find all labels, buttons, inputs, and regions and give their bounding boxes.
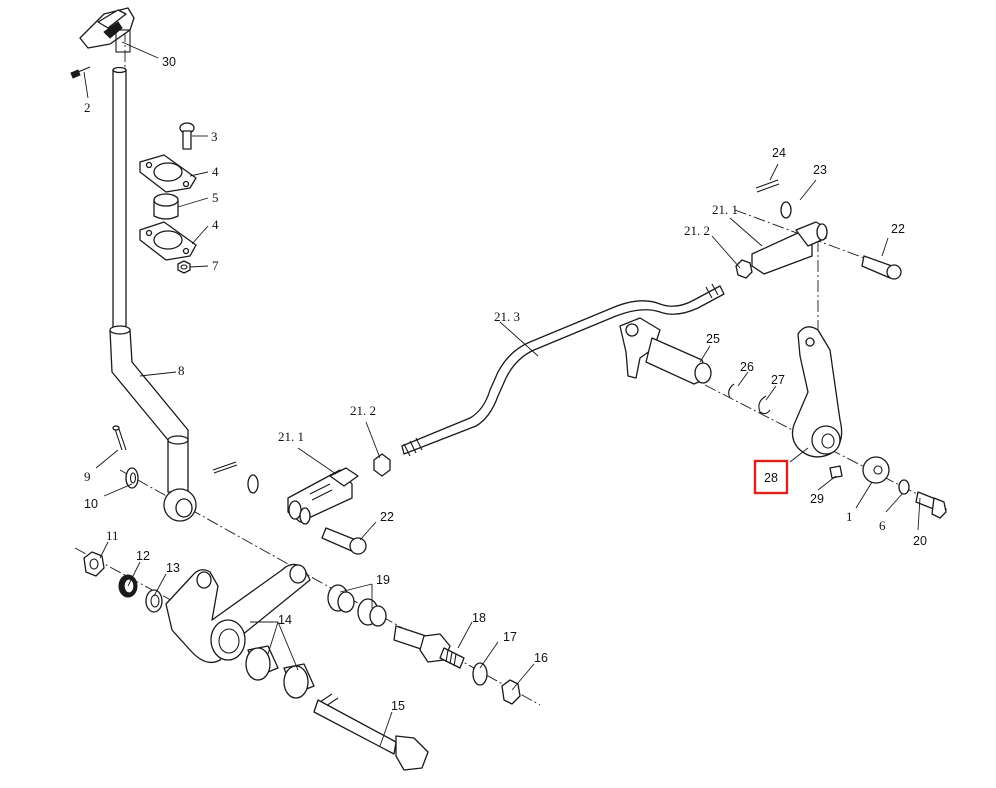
lever-part-28[interactable] bbox=[791, 326, 843, 458]
bushing-part-5[interactable] bbox=[153, 193, 179, 220]
key-part-29[interactable] bbox=[829, 465, 843, 479]
label-15: 15 bbox=[391, 699, 405, 713]
washer-part-1[interactable] bbox=[862, 456, 890, 484]
label-28: 28 bbox=[764, 471, 778, 485]
washer-part-10[interactable] bbox=[125, 467, 139, 489]
label-11: 11 bbox=[106, 528, 119, 543]
flange-plate-part-4-upper[interactable] bbox=[139, 154, 197, 193]
washer-left-rod[interactable] bbox=[247, 474, 259, 494]
flange-plate-part-4-lower[interactable] bbox=[139, 221, 197, 261]
cotter-pin-part-9[interactable] bbox=[112, 425, 127, 451]
label-25: 25 bbox=[706, 332, 720, 346]
part-labels: 30 2 3 4 5 4 7 8 9 10 11 12 13 14 15 16 … bbox=[84, 55, 927, 713]
label-4-lower: 4 bbox=[212, 217, 219, 232]
washer-part-23[interactable] bbox=[780, 201, 792, 219]
bracket-lever[interactable] bbox=[165, 563, 311, 664]
label-23: 23 bbox=[813, 163, 827, 177]
bolt-part-15[interactable] bbox=[313, 693, 429, 771]
clevis-pin-part-22-left[interactable] bbox=[321, 527, 367, 555]
stud-part-18[interactable] bbox=[393, 625, 465, 669]
link-clevis-part-21-1-left[interactable] bbox=[287, 467, 359, 525]
knob-part-30[interactable] bbox=[79, 7, 135, 53]
label-12: 12 bbox=[136, 549, 150, 563]
label-10: 10 bbox=[84, 497, 98, 511]
lock-washer-part-6[interactable] bbox=[898, 479, 910, 495]
nut-part-7[interactable] bbox=[177, 260, 191, 274]
label-21-1-left: 21. 1 bbox=[278, 429, 304, 444]
label-20: 20 bbox=[913, 534, 927, 548]
label-6: 6 bbox=[879, 518, 886, 533]
highlight-box-28 bbox=[753, 459, 789, 495]
washer-part-13[interactable] bbox=[145, 589, 163, 613]
shift-rod-part-8[interactable] bbox=[109, 66, 197, 522]
cotter-pin-left[interactable] bbox=[212, 461, 238, 474]
label-5: 5 bbox=[212, 190, 219, 205]
leader-lines bbox=[83, 41, 921, 747]
label-4-upper: 4 bbox=[212, 164, 219, 179]
label-21-2-right: 21. 2 bbox=[684, 223, 710, 238]
seal-part-12[interactable] bbox=[118, 574, 138, 598]
label-8: 8 bbox=[178, 363, 185, 378]
label-18: 18 bbox=[472, 611, 486, 625]
label-29: 29 bbox=[810, 492, 824, 506]
shaft-part-25[interactable] bbox=[619, 317, 712, 385]
label-9: 9 bbox=[84, 469, 91, 484]
jam-nut-part-21-2-right[interactable] bbox=[735, 259, 753, 279]
cotter-pin-part-24[interactable] bbox=[755, 179, 780, 193]
snap-ring-part-26[interactable] bbox=[728, 383, 735, 399]
label-21-3: 21. 3 bbox=[494, 309, 520, 324]
jam-nut-part-21-2-left[interactable] bbox=[373, 453, 391, 477]
bushing-part-19-a[interactable] bbox=[327, 584, 355, 613]
label-3: 3 bbox=[211, 129, 218, 144]
label-17: 17 bbox=[503, 630, 517, 644]
long-rod-part-21-3[interactable] bbox=[401, 283, 725, 457]
screw-part-2[interactable] bbox=[70, 66, 91, 79]
label-21-1-right: 21. 1 bbox=[712, 202, 738, 217]
snap-ring-part-27[interactable] bbox=[758, 395, 771, 415]
link-clevis-part-21-1-right[interactable] bbox=[751, 221, 828, 275]
label-13: 13 bbox=[166, 561, 180, 575]
lock-washer-part-17[interactable] bbox=[472, 662, 488, 686]
label-7: 7 bbox=[212, 258, 219, 273]
label-27: 27 bbox=[771, 373, 785, 387]
label-2: 2 bbox=[84, 100, 91, 115]
bolt-part-20[interactable] bbox=[915, 491, 947, 519]
label-21-2-left: 21. 2 bbox=[350, 403, 376, 418]
label-1: 1 bbox=[846, 509, 853, 524]
bolt-part-3[interactable] bbox=[179, 122, 195, 150]
label-30: 30 bbox=[162, 55, 176, 69]
nut-part-11[interactable] bbox=[83, 551, 105, 577]
bushing-part-14-a[interactable] bbox=[245, 645, 279, 681]
label-16: 16 bbox=[534, 651, 548, 665]
label-22-left: 22 bbox=[380, 510, 394, 524]
label-14: 14 bbox=[278, 613, 292, 627]
label-24: 24 bbox=[772, 146, 786, 160]
clevis-pin-part-22-right[interactable] bbox=[861, 255, 902, 280]
bushing-part-14-b[interactable] bbox=[283, 663, 315, 699]
label-22-right: 22 bbox=[891, 222, 905, 236]
label-19: 19 bbox=[376, 573, 390, 587]
label-26: 26 bbox=[740, 360, 754, 374]
bushing-part-19-b[interactable] bbox=[357, 598, 387, 627]
